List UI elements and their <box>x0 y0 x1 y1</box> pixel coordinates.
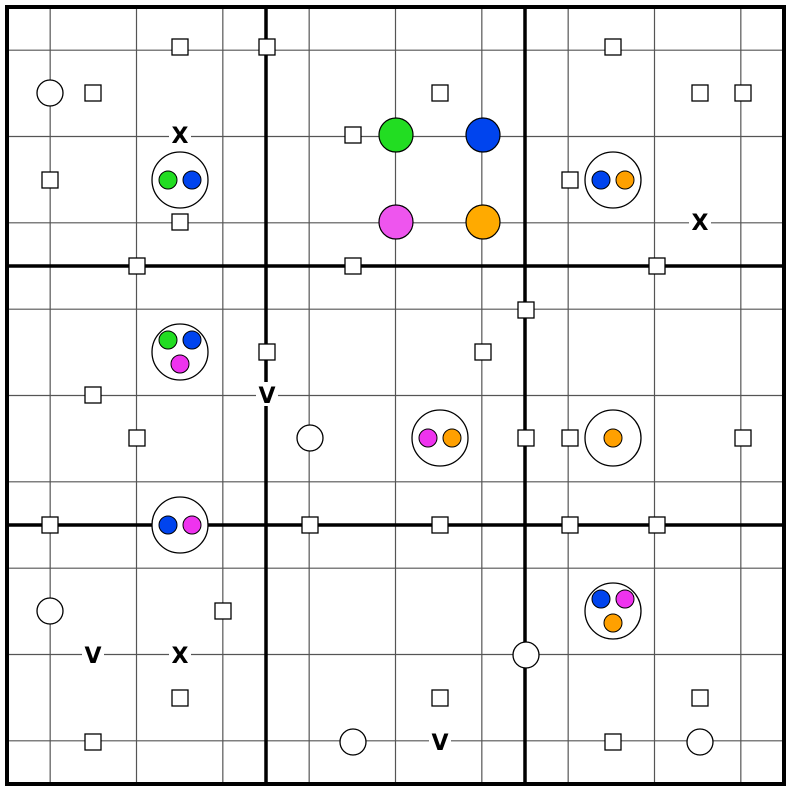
letter-marks-layer: X X V V X V <box>82 122 711 756</box>
square-marker <box>84 84 102 102</box>
quad-clue-circle <box>151 496 209 554</box>
quad-dot-orange <box>615 170 635 190</box>
letter-backdrop <box>169 122 191 146</box>
square-marker <box>41 516 59 534</box>
legend-dot-orange <box>465 204 501 240</box>
quad-clue <box>151 151 209 209</box>
quad-dot-blue <box>158 515 178 535</box>
quad-dot-magenta <box>615 589 635 609</box>
square-marker <box>258 343 276 361</box>
letter-mark-v: V <box>431 731 448 756</box>
square-markers-layer <box>41 38 752 751</box>
square-marker <box>561 429 579 447</box>
square-marker <box>604 38 622 56</box>
square-marker <box>344 257 362 275</box>
square-marker <box>648 516 666 534</box>
letter-backdrop <box>689 209 711 233</box>
square-marker <box>84 733 102 751</box>
white-dot <box>296 424 324 452</box>
square-marker <box>734 429 752 447</box>
white-dots-layer <box>36 79 714 756</box>
letter-mark-v: V <box>84 644 101 669</box>
square-marker <box>561 516 579 534</box>
square-marker <box>517 429 535 447</box>
square-marker <box>561 171 579 189</box>
quad-dot-magenta <box>182 515 202 535</box>
quad-dot-blue <box>591 170 611 190</box>
quad-dot-green <box>158 170 178 190</box>
quad-clues-layer <box>151 151 642 640</box>
letter-mark-v: V <box>258 384 275 409</box>
square-marker <box>301 516 319 534</box>
square-marker <box>128 257 146 275</box>
square-marker <box>431 516 449 534</box>
letter-backdrop <box>429 729 451 753</box>
square-marker <box>128 429 146 447</box>
letter-backdrop <box>82 642 104 666</box>
square-marker <box>84 386 102 404</box>
white-dot <box>36 597 64 625</box>
letter-mark-x: X <box>172 124 189 149</box>
quad-clue-circle <box>584 151 642 209</box>
board-frame <box>5 5 786 786</box>
legend-dot-blue <box>465 117 501 153</box>
quad-dot-orange <box>442 428 462 448</box>
legend-dot-magenta <box>378 204 414 240</box>
square-marker <box>214 602 232 620</box>
quad-clue <box>411 409 469 467</box>
square-marker <box>431 689 449 707</box>
quad-clue <box>151 496 209 554</box>
square-marker <box>171 38 189 56</box>
square-marker <box>258 38 276 56</box>
square-marker <box>517 301 535 319</box>
square-marker <box>734 84 752 102</box>
quad-clue <box>584 582 642 640</box>
quad-dot-blue <box>182 330 202 350</box>
square-marker <box>691 689 709 707</box>
letter-mark-x: X <box>692 211 709 236</box>
legend-dot-green <box>378 117 414 153</box>
letter-backdrop <box>256 382 278 406</box>
center-lines-layer <box>7 7 784 784</box>
square-marker <box>171 689 189 707</box>
white-dot <box>36 79 64 107</box>
square-marker <box>474 343 492 361</box>
quad-clue-circle <box>411 409 469 467</box>
quad-clue <box>584 151 642 209</box>
quad-dot-magenta <box>418 428 438 448</box>
white-dot <box>339 728 367 756</box>
quad-clue-circle <box>151 151 209 209</box>
white-dot <box>686 728 714 756</box>
legend-dots-layer <box>378 117 501 240</box>
quad-dot-orange <box>603 428 623 448</box>
quad-dot-blue <box>591 589 611 609</box>
quad-clue <box>151 323 209 381</box>
quad-dot-blue <box>182 170 202 190</box>
square-marker <box>604 733 622 751</box>
letter-backdrop <box>169 642 191 666</box>
white-dot <box>512 641 540 669</box>
quad-dot-orange <box>603 613 623 633</box>
square-marker <box>344 126 362 144</box>
square-marker <box>41 171 59 189</box>
quad-dot-magenta <box>170 354 190 374</box>
letter-mark-x: X <box>172 644 189 669</box>
quad-dot-green <box>158 330 178 350</box>
square-marker <box>171 213 189 231</box>
quad-clue <box>584 409 642 467</box>
square-marker <box>648 257 666 275</box>
square-marker <box>431 84 449 102</box>
square-marker <box>691 84 709 102</box>
